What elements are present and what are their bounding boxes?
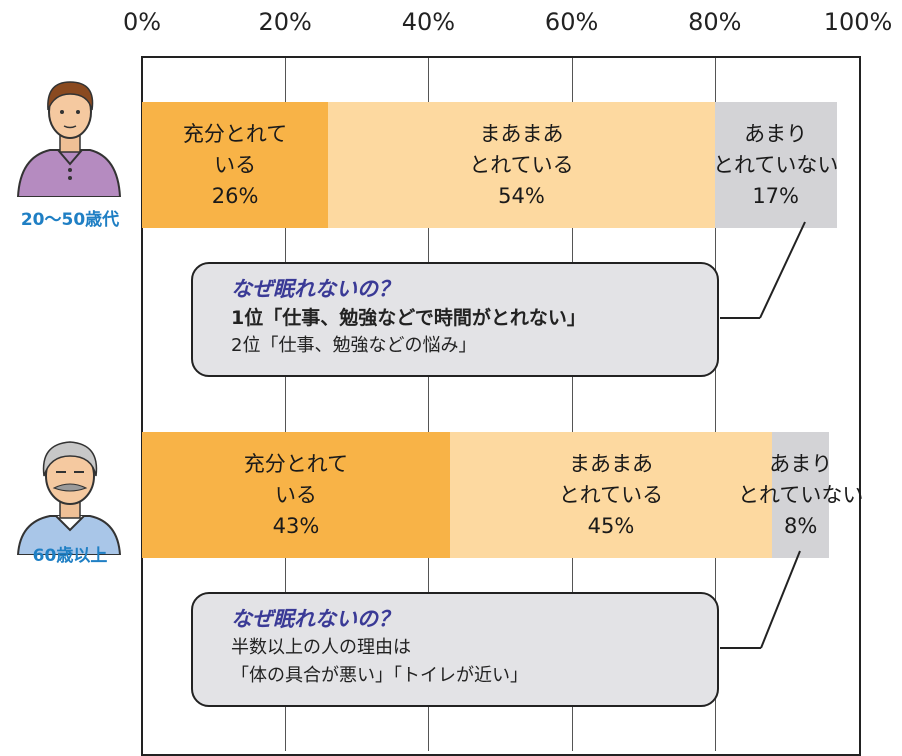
segment-label-line: いる bbox=[274, 482, 317, 507]
segment-label-line: あまり bbox=[744, 121, 808, 146]
x-tick-label: 60% bbox=[544, 8, 599, 36]
segment-label-line: とれている bbox=[558, 482, 664, 507]
x-tick-label: 0% bbox=[122, 8, 162, 36]
x-tick-label: 40% bbox=[401, 8, 456, 36]
reason-callout: なぜ眠れないの？ 1位「仕事、勉強などで時間がとれない」 2位「仕事、勉強などの悩み… bbox=[191, 262, 719, 377]
gridline bbox=[428, 57, 430, 751]
segment-label: まあまあとれている 45% bbox=[410, 432, 812, 558]
segment-label: まあまあとれている 54% bbox=[288, 102, 755, 228]
group-label: 20〜50歳代 bbox=[20, 210, 120, 230]
pointer-line-1a bbox=[759, 221, 806, 319]
reason-callout: なぜ眠れないの？ 半数以上の人の理由は「体の具合が悪い」「トイレが近い」 bbox=[191, 592, 719, 707]
data-label: 54% bbox=[498, 183, 545, 208]
segment-label: あまりとれていない 17% bbox=[675, 102, 877, 228]
gridline bbox=[285, 57, 287, 751]
pointer-line-2a bbox=[760, 550, 801, 649]
elderly-man-icon bbox=[10, 430, 130, 556]
segment-label-line: 充分とれて bbox=[182, 121, 288, 146]
young-man-icon bbox=[10, 72, 130, 198]
bar-segment bbox=[142, 432, 450, 558]
segment-label-line: まあまあ bbox=[479, 121, 564, 146]
x-tick-label: 80% bbox=[688, 8, 742, 36]
bar-segment bbox=[449, 432, 773, 558]
segment-label: 充分とれている 43% bbox=[102, 432, 490, 558]
bar-segment bbox=[142, 102, 329, 228]
bar-segment bbox=[328, 102, 715, 228]
segment-label-line: あまり bbox=[769, 451, 833, 476]
data-label: 17% bbox=[752, 183, 799, 208]
segment-label-line: いる bbox=[214, 152, 257, 177]
segment-label: 充分とれている 26% bbox=[102, 102, 368, 228]
x-tick-label: 100% bbox=[823, 8, 893, 36]
segment-label-line: 充分とれて bbox=[243, 451, 349, 476]
segment-label-line: とれていない bbox=[738, 482, 864, 507]
callout-line: 「体の具合が悪い」「トイレが近い」 bbox=[231, 665, 528, 686]
data-label: 8% bbox=[784, 513, 818, 538]
data-label: 43% bbox=[272, 513, 320, 538]
callout-line: 半数以上の人の理由は bbox=[231, 637, 411, 658]
callout-line: 1位「仕事、勉強などで時間がとれない」 bbox=[231, 307, 586, 329]
bar-segment bbox=[772, 432, 830, 558]
stacked-bar: 充分とれている 26% まあまあとれている 54% あまりとれていない 17% bbox=[0, 102, 902, 228]
segment-label-line: とれていない bbox=[712, 152, 839, 177]
bar-segment bbox=[714, 102, 837, 228]
segment-label-line: とれている bbox=[469, 152, 574, 177]
callout-line: 2位「仕事、勉強などの悩み」 bbox=[231, 335, 477, 356]
callout-question: なぜ眠れないの？ bbox=[231, 607, 399, 631]
group-label: 60歳以上 bbox=[32, 546, 108, 566]
segment-label-line: まあまあ bbox=[568, 451, 653, 476]
x-tick-label: 20% bbox=[258, 8, 312, 36]
gridline bbox=[714, 57, 716, 751]
segment-label: あまりとれていない 8% bbox=[732, 432, 869, 558]
gridline bbox=[571, 57, 573, 751]
callout-question: なぜ眠れないの？ bbox=[231, 277, 399, 301]
data-label: 26% bbox=[211, 183, 259, 208]
stacked-bar: 充分とれている 43% まあまあとれている 45% あまりとれていない 8% bbox=[0, 432, 902, 558]
data-label: 45% bbox=[587, 513, 635, 538]
